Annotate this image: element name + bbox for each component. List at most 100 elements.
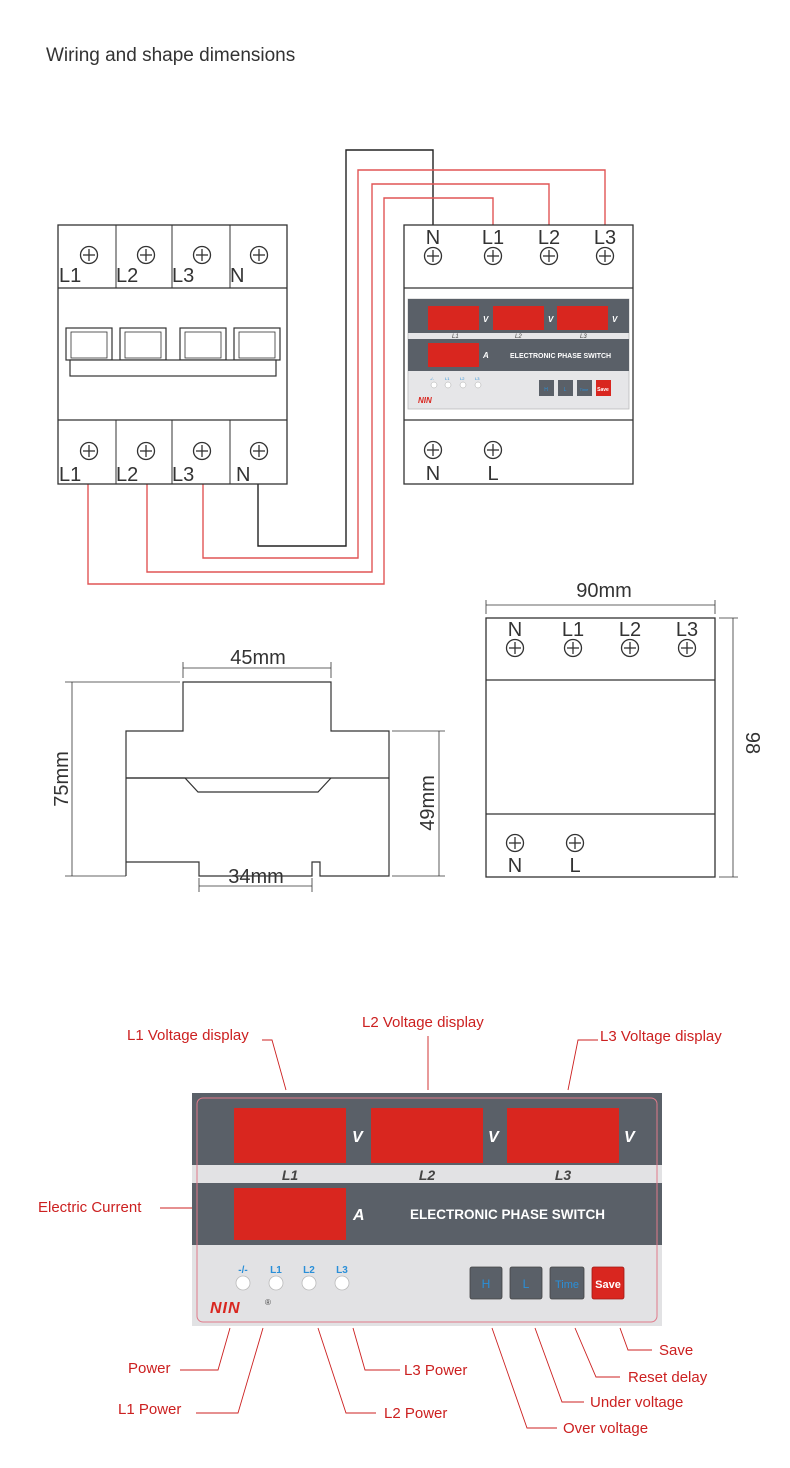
breaker-top-label: N — [230, 265, 244, 287]
switch-bottom-label: L — [487, 463, 498, 485]
screw-icon — [620, 638, 640, 658]
mini-button-label: Save — [597, 387, 609, 393]
mini-phase-label: L1 — [452, 334, 459, 340]
mini-led-label: L2 — [460, 376, 465, 381]
time-button[interactable] — [549, 1266, 585, 1300]
save-button[interactable] — [591, 1266, 625, 1300]
brand-logo: NIN — [210, 1300, 241, 1317]
front-top-label: L1 — [562, 619, 584, 641]
l2-voltage-display — [371, 1108, 483, 1163]
callout-l2-power: L2 Power — [384, 1405, 447, 1422]
l-button-label: L — [523, 1277, 530, 1291]
front-bottom-label: L — [569, 855, 580, 877]
h-button[interactable] — [469, 1266, 503, 1300]
l3-voltage-display — [507, 1108, 619, 1163]
save-button-label: Save — [595, 1279, 621, 1291]
screw-icon — [505, 638, 525, 658]
screw-icon — [79, 245, 99, 265]
breaker-top-label: L1 — [59, 265, 81, 287]
switch-top-label: L2 — [538, 227, 560, 249]
circuit-breaker: L1 L2 L3 N L1 L2 L3 N — [57, 224, 288, 486]
phase-label: L3 — [555, 1167, 572, 1183]
l2-power-led — [301, 1275, 317, 1291]
screw-icon — [192, 245, 212, 265]
phase-label: L2 — [419, 1167, 436, 1183]
mini-panel-title: ELECTRONIC PHASE SWITCH — [510, 353, 611, 360]
front-bottom-label: N — [508, 855, 522, 877]
screw-icon — [423, 440, 443, 460]
breaker-bottom-label: L2 — [116, 464, 138, 486]
dim-width-top: 45mm — [230, 647, 286, 669]
power-led — [235, 1275, 251, 1291]
screw-icon — [565, 833, 585, 853]
mini-unit-a: A — [482, 351, 489, 360]
l-button[interactable] — [509, 1266, 543, 1300]
callout-l1-power: L1 Power — [118, 1401, 181, 1418]
screw-icon — [563, 638, 583, 658]
mini-unit-v: V — [548, 315, 554, 324]
time-button-label: Time — [555, 1279, 579, 1291]
callout-power: Power — [128, 1360, 171, 1377]
current-display — [234, 1188, 346, 1240]
side-profile — [65, 662, 445, 892]
screw-icon — [249, 245, 269, 265]
front-view: N L1 L2 L3 N L 90mm 98 — [485, 580, 763, 878]
breaker-bottom-label: L3 — [172, 464, 194, 486]
wire-l2 — [146, 183, 550, 573]
registered-mark: ® — [265, 1298, 271, 1307]
wire-l3 — [202, 169, 606, 559]
phase-switch-device: N L1 L2 L3 N L V V V L1 L2 L3 A ELECTRON… — [403, 224, 634, 485]
mini-unit-v: V — [483, 315, 489, 324]
front-top-label: L3 — [676, 619, 698, 641]
led-label-l2: L2 — [303, 1265, 315, 1276]
mini-button-label: Time — [580, 387, 590, 392]
callout-under-voltage: Under voltage — [590, 1394, 683, 1411]
mini-phase-label: L2 — [515, 334, 522, 340]
mini-led-label: L1 — [445, 376, 450, 381]
callout-over-voltage: Over voltage — [563, 1420, 648, 1437]
screw-icon — [249, 441, 269, 461]
screw-icon — [677, 638, 697, 658]
screw-icon — [483, 440, 503, 460]
mini-logo: NIN — [418, 396, 432, 405]
unit-a: A — [352, 1207, 365, 1224]
unit-v: V — [352, 1129, 364, 1146]
l3-power-led — [334, 1275, 350, 1291]
mini-panel: V V V L1 L2 L3 A ELECTRONIC PHASE SWITCH… — [407, 298, 630, 410]
led-label-l1: L1 — [270, 1265, 282, 1276]
screw-icon — [79, 441, 99, 461]
unit-v: V — [624, 1129, 636, 1146]
switch-top-label: L3 — [594, 227, 616, 249]
callout-l3-voltage: L3 Voltage display — [600, 1028, 722, 1045]
breaker-bottom-label: L1 — [59, 464, 81, 486]
screw-icon — [505, 833, 525, 853]
phase-label: L1 — [282, 1167, 299, 1183]
breaker-bottom-label: N — [236, 464, 250, 486]
mini-button-label: H — [544, 387, 548, 393]
breaker-top-label: L2 — [116, 265, 138, 287]
callout-lines — [160, 1036, 652, 1429]
callout-current: Electric Current — [38, 1199, 142, 1216]
dim-width-bottom: 34mm — [228, 866, 284, 888]
mini-button-label: L — [564, 387, 567, 393]
screw-icon — [136, 245, 156, 265]
led-label-l3: L3 — [336, 1265, 348, 1276]
callout-l1-voltage: L1 Voltage display — [127, 1027, 249, 1044]
callout-l2-voltage: L2 Voltage display — [362, 1014, 484, 1031]
callout-reset-delay: Reset delay — [628, 1369, 708, 1386]
h-button-label: H — [482, 1277, 491, 1291]
dim-width-front: 90mm — [576, 580, 632, 602]
screw-icon — [136, 441, 156, 461]
panel-title: ELECTRONIC PHASE SWITCH — [410, 1207, 605, 1222]
mini-unit-v: V — [612, 315, 618, 324]
control-panel: V V V L1 L2 L3 A ELECTRONIC PHASE SWITCH… — [192, 1093, 662, 1326]
screw-icon — [595, 246, 615, 266]
led-label-power: -/- — [238, 1265, 247, 1276]
dim-height-right: 49mm — [417, 775, 439, 831]
l1-power-led — [268, 1275, 284, 1291]
front-top-label: L2 — [619, 619, 641, 641]
heading: Wiring and shape dimensions — [46, 45, 295, 66]
callout-save: Save — [659, 1342, 693, 1359]
mini-led-label: -/- — [430, 376, 434, 381]
